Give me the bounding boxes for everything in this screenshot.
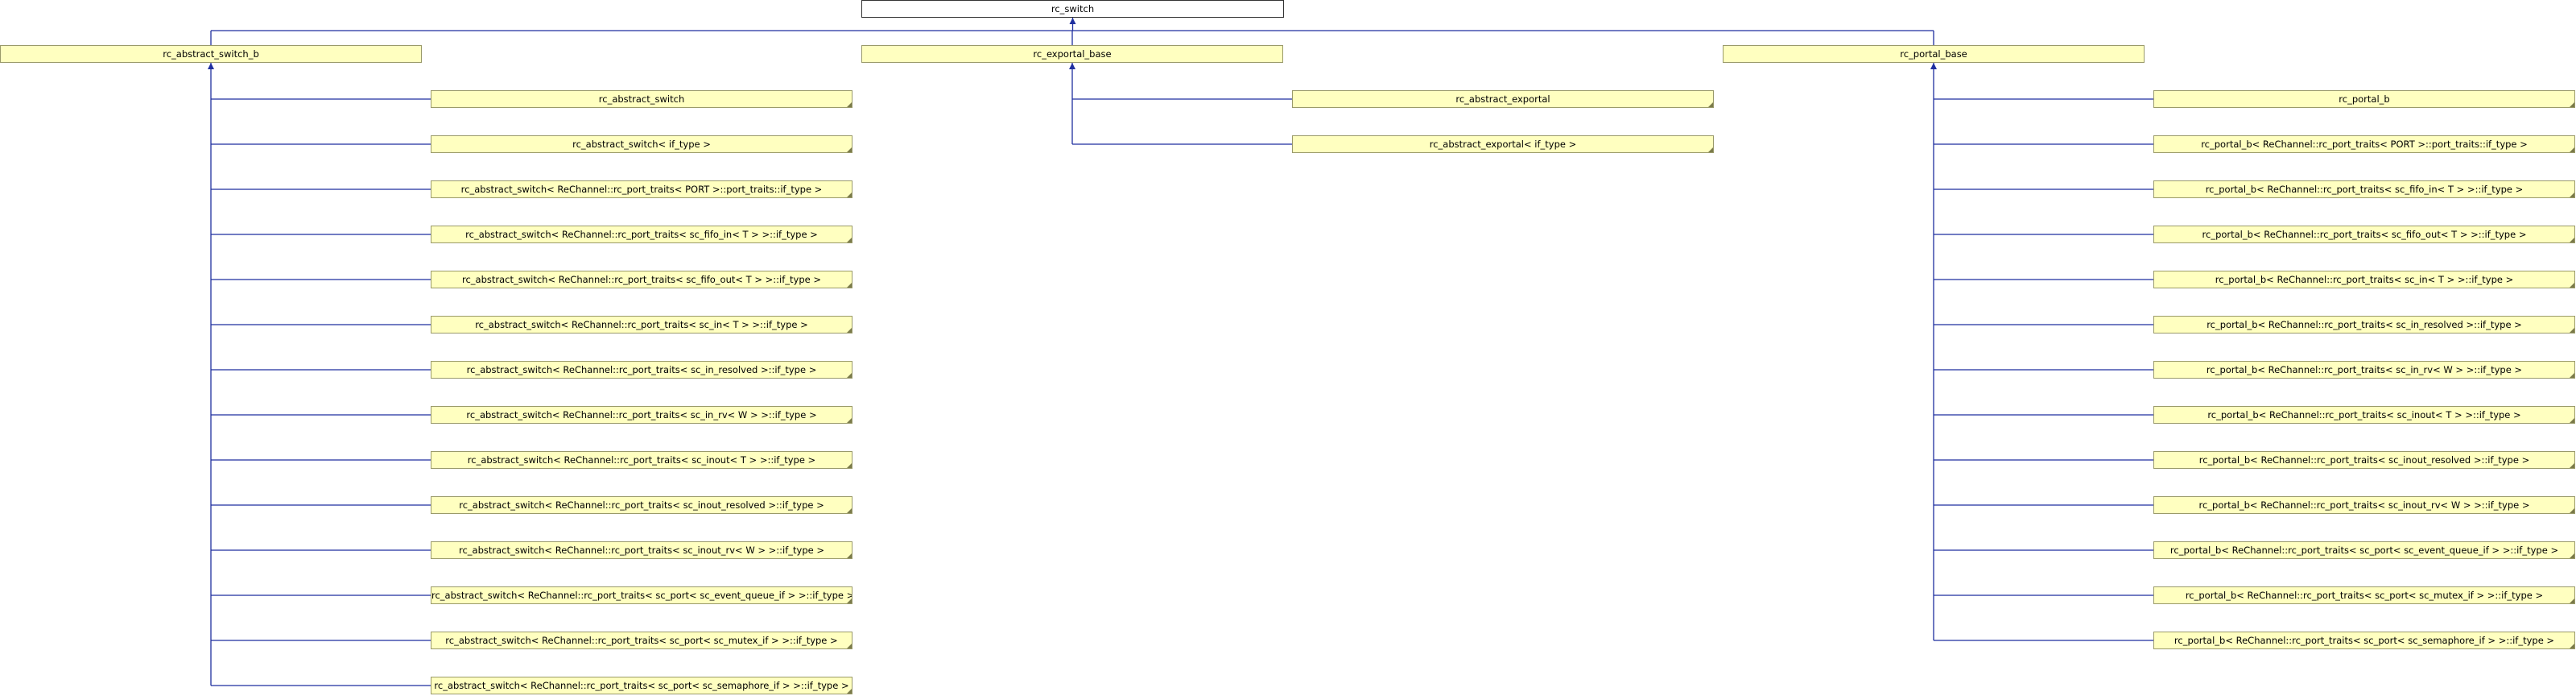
class-node-rc-abstract-switch[interactable]: rc_abstract_switch [431, 90, 852, 108]
class-node-rc-abstract-switch-rechannel-rc-port-traits-sc-fifo-out-t-if-type[interactable]: rc_abstract_switch< ReChannel::rc_port_t… [431, 271, 852, 288]
arrowhead-root [1069, 18, 1076, 24]
class-node-rc-abstract-exportal-if-type[interactable]: rc_abstract_exportal< if_type > [1292, 135, 1714, 153]
class-node-rc-abstract-switch-rechannel-rc-port-traits-sc-inout-resolved-if-type[interactable]: rc_abstract_switch< ReChannel::rc_port_t… [431, 496, 852, 514]
class-node-rc-abstract-switch-rechannel-rc-port-traits-port-port-traits-if-type[interactable]: rc_abstract_switch< ReChannel::rc_port_t… [431, 180, 852, 198]
class-node-rc-abstract-exportal[interactable]: rc_abstract_exportal [1292, 90, 1714, 108]
class-node-rc-portal-b[interactable]: rc_portal_b [2153, 90, 2575, 108]
class-node-rc-portal-b-rechannel-rc-port-traits-sc-in-resolved-if-type[interactable]: rc_portal_b< ReChannel::rc_port_traits< … [2153, 316, 2575, 334]
class-node-rc-abstract-switch-rechannel-rc-port-traits-sc-fifo-in-t-if-type[interactable]: rc_abstract_switch< ReChannel::rc_port_t… [431, 226, 852, 243]
class-node-rc-portal-b-rechannel-rc-port-traits-sc-inout-t-if-type[interactable]: rc_portal_b< ReChannel::rc_port_traits< … [2153, 406, 2575, 424]
class-node-rc-abstract-switch-rechannel-rc-port-traits-sc-port-sc-mutex-if-if-type[interactable]: rc_abstract_switch< ReChannel::rc_port_t… [431, 632, 852, 649]
class-node-root[interactable]: rc_switch [861, 0, 1284, 18]
class-node-rc-portal-b-rechannel-rc-port-traits-sc-in-t-if-type[interactable]: rc_portal_b< ReChannel::rc_port_traits< … [2153, 271, 2575, 288]
class-node-rc-portal-b-rechannel-rc-port-traits-sc-port-sc-event-queue-if-if-type[interactable]: rc_portal_b< ReChannel::rc_port_traits< … [2153, 541, 2575, 559]
class-node-rc-portal-b-rechannel-rc-port-traits-sc-port-sc-semaphore-if-if-type[interactable]: rc_portal_b< ReChannel::rc_port_traits< … [2153, 632, 2575, 649]
class-node-rc-portal-b-rechannel-rc-port-traits-sc-inout-rv-w-if-type[interactable]: rc_portal_b< ReChannel::rc_port_traits< … [2153, 496, 2575, 514]
arrowhead-rc-abstract-switch-b [208, 63, 214, 69]
class-node-rc-abstract-switch-rechannel-rc-port-traits-sc-port-sc-event-queue-if-if-type[interactable]: rc_abstract_switch< ReChannel::rc_port_t… [431, 586, 852, 604]
class-node-rc-abstract-switch-rechannel-rc-port-traits-sc-in-resolved-if-type[interactable]: rc_abstract_switch< ReChannel::rc_port_t… [431, 361, 852, 379]
class-node-rc-abstract-switch-if-type[interactable]: rc_abstract_switch< if_type > [431, 135, 852, 153]
class-node-rc-portal-b-rechannel-rc-port-traits-sc-port-sc-mutex-if-if-type[interactable]: rc_portal_b< ReChannel::rc_port_traits< … [2153, 586, 2575, 604]
class-node-rc-abstract-switch-rechannel-rc-port-traits-sc-in-t-if-type[interactable]: rc_abstract_switch< ReChannel::rc_port_t… [431, 316, 852, 334]
class-node-rc-abstract-switch-rechannel-rc-port-traits-sc-port-sc-semaphore-if-if-type[interactable]: rc_abstract_switch< ReChannel::rc_port_t… [431, 677, 852, 694]
class-node-rc-portal-b-rechannel-rc-port-traits-sc-in-rv-w-if-type[interactable]: rc_portal_b< ReChannel::rc_port_traits< … [2153, 361, 2575, 379]
class-node-rc-portal-b-rechannel-rc-port-traits-port-port-traits-if-type[interactable]: rc_portal_b< ReChannel::rc_port_traits< … [2153, 135, 2575, 153]
class-node-rc-portal-b-rechannel-rc-port-traits-sc-fifo-in-t-if-type[interactable]: rc_portal_b< ReChannel::rc_port_traits< … [2153, 180, 2575, 198]
class-node-rc-portal-base[interactable]: rc_portal_base [1723, 45, 2145, 63]
class-node-rc-exportal-base[interactable]: rc_exportal_base [861, 45, 1283, 63]
class-node-rc-abstract-switch-rechannel-rc-port-traits-sc-inout-t-if-type[interactable]: rc_abstract_switch< ReChannel::rc_port_t… [431, 451, 852, 469]
class-node-rc-abstract-switch-rechannel-rc-port-traits-sc-in-rv-w-if-type[interactable]: rc_abstract_switch< ReChannel::rc_port_t… [431, 406, 852, 424]
arrowhead-rc-portal-base [1930, 63, 1937, 69]
class-node-rc-portal-b-rechannel-rc-port-traits-sc-fifo-out-t-if-type[interactable]: rc_portal_b< ReChannel::rc_port_traits< … [2153, 226, 2575, 243]
class-node-rc-abstract-switch-b[interactable]: rc_abstract_switch_b [0, 45, 422, 63]
class-node-rc-portal-b-rechannel-rc-port-traits-sc-inout-resolved-if-type[interactable]: rc_portal_b< ReChannel::rc_port_traits< … [2153, 451, 2575, 469]
class-node-rc-abstract-switch-rechannel-rc-port-traits-sc-inout-rv-w-if-type[interactable]: rc_abstract_switch< ReChannel::rc_port_t… [431, 541, 852, 559]
arrowhead-rc-exportal-base [1069, 63, 1075, 69]
